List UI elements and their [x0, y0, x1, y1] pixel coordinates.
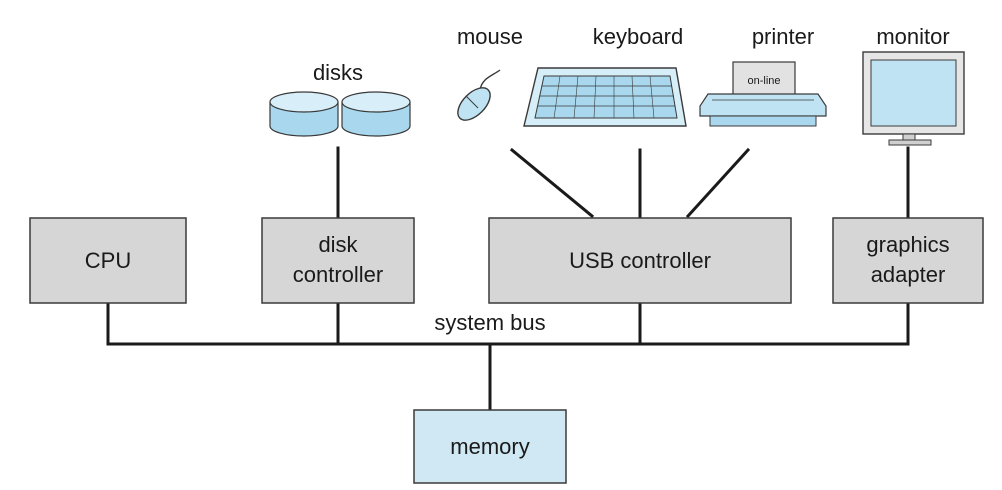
cpu-box: CPU	[29, 217, 187, 304]
mouse-label: mouse	[457, 24, 523, 49]
monitor-label: monitor	[876, 24, 949, 49]
mouse-icon	[457, 69, 501, 121]
mouse-device: mouse	[457, 24, 523, 121]
usb-controller-label: USB controller	[569, 248, 711, 273]
keyboard-icon	[523, 67, 687, 127]
disk-icon	[341, 91, 411, 137]
disk-controller-label-line2: controller	[293, 262, 383, 287]
disk-controller-label-line1: disk	[318, 232, 358, 257]
printer-link	[685, 147, 751, 219]
disk-controller-box: disk controller	[261, 217, 415, 304]
monitor-device: monitor	[862, 24, 965, 146]
mouse-link	[509, 147, 595, 219]
graphics-adapter-box: graphics adapter	[832, 217, 984, 304]
printer-device: printer on-line	[699, 24, 827, 127]
keyboard-device: keyboard	[523, 24, 687, 127]
system-bus-label: system bus	[434, 310, 545, 335]
disks-label: disks	[313, 60, 363, 85]
disk-icon	[269, 91, 339, 137]
printer-panel-label: on-line	[747, 75, 780, 87]
keyboard-label: keyboard	[593, 24, 684, 49]
graphics-adapter-label-line1: graphics	[866, 232, 949, 257]
disks-device: disks	[269, 60, 411, 137]
usb-controller-box: USB controller	[488, 217, 792, 304]
memory-box: memory	[413, 409, 567, 484]
printer-label: printer	[752, 24, 814, 49]
wires	[106, 146, 910, 412]
cpu-label: CPU	[85, 248, 131, 273]
memory-label: memory	[450, 434, 529, 459]
graphics-adapter-label-line2: adapter	[871, 262, 946, 287]
monitor-icon	[862, 51, 965, 146]
printer-icon	[699, 61, 827, 127]
